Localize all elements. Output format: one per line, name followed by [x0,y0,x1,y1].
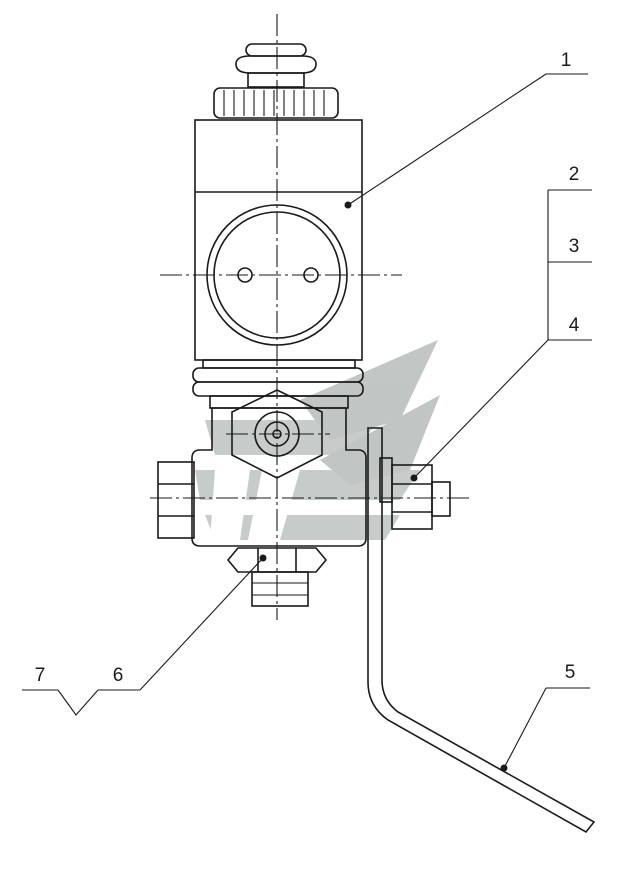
callout-label-7: 7 [35,665,46,686]
callout-label-6: 6 [113,665,124,686]
callout-label-4: 4 [569,315,580,336]
left-port-nut [157,461,195,539]
callout-label-1: 1 [561,50,572,71]
bolt-nut [391,464,451,530]
callout-label-2: 2 [569,164,580,185]
callout-label-3: 3 [569,236,580,257]
callout-leaders [22,73,592,772]
center-lines [150,14,470,620]
watermark-logo [195,340,440,540]
callout-label-5: 5 [565,662,576,683]
top-knob [213,43,339,119]
valve-housing [194,119,363,361]
collar-rings [192,359,364,409]
bottom-fitting [226,547,328,607]
